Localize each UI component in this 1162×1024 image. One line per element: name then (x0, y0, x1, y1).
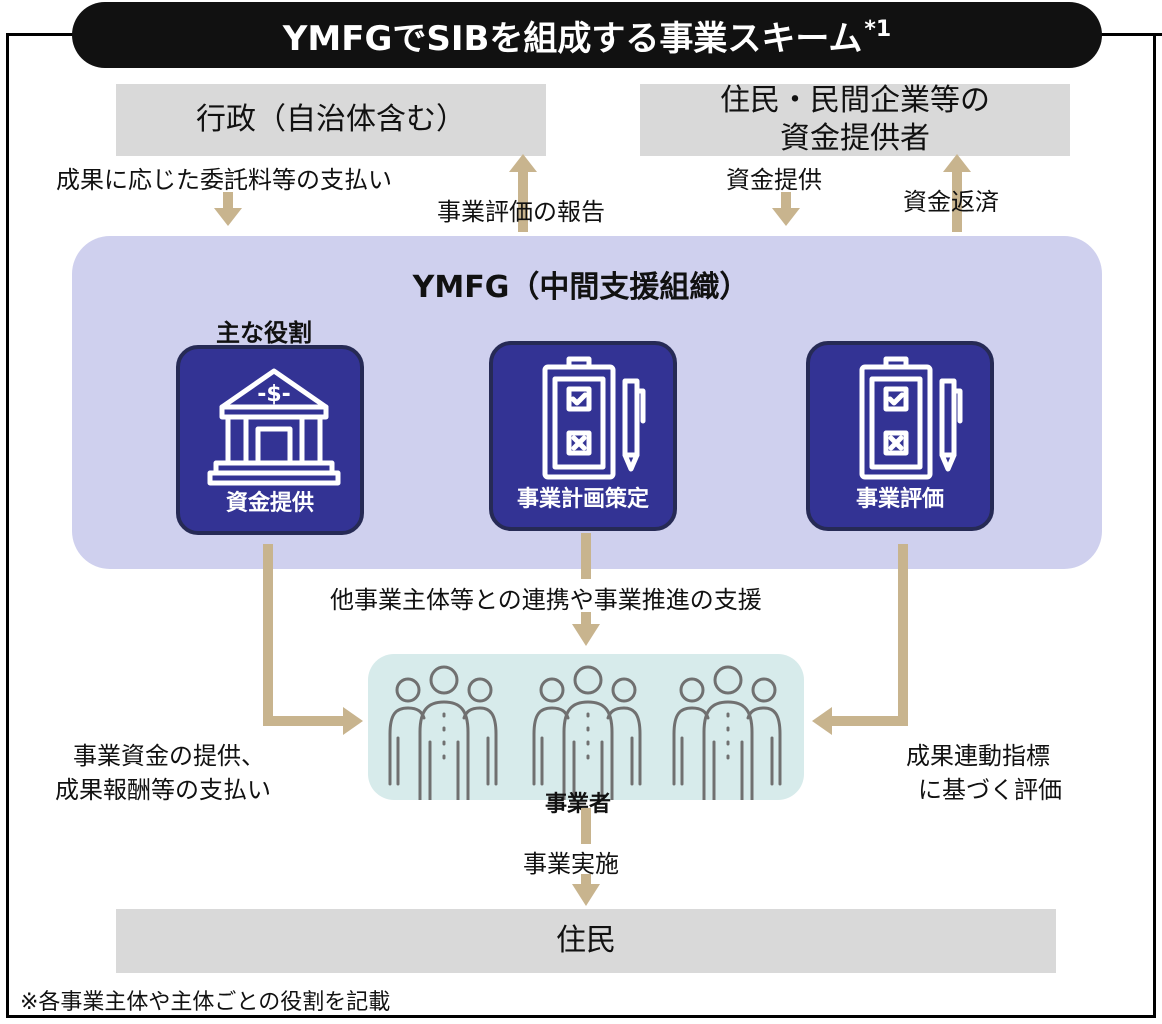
arrow-support-lower (581, 612, 591, 626)
clipboard-icon (859, 356, 963, 480)
workers-label: 事業者 (545, 792, 612, 817)
label-funding: 資金提供 (726, 166, 822, 194)
arrow-payment-head (214, 208, 242, 226)
arrow-finance-head (343, 707, 363, 735)
arrow-support-upper (581, 533, 591, 579)
investor-box: 住民・民間企業等の 資金提供者 (640, 83, 1070, 156)
arrow-implementation-head (572, 884, 600, 906)
residents-box: 住民 (116, 909, 1056, 973)
arrow-evaluation-vertical (898, 544, 908, 726)
label-support: 他事業主体等との連携や事業推進の支援 (330, 586, 762, 614)
arrow-evaluation-horizontal (830, 716, 908, 726)
arrow-finance-horizontal (263, 716, 345, 726)
arrow-repayment-to-investor (952, 172, 962, 232)
arrow-funding-head (772, 208, 800, 226)
arrow-implementation-upper (581, 808, 591, 844)
residents-label: 住民 (556, 923, 616, 958)
arrow-report-to-government (518, 172, 528, 232)
workers-box (368, 654, 804, 802)
frame-top-left-line (6, 33, 86, 36)
frame-top-right-line (1085, 33, 1162, 36)
investor-label-line2: 資金提供者 (780, 121, 930, 156)
role-label-evaluation: 事業評価 (855, 487, 944, 512)
arrow-repayment-head (943, 154, 971, 172)
role-card-evaluation: 事業評価 (806, 341, 994, 531)
outer-frame (6, 33, 1156, 1018)
arrow-funding-to-ymfg (781, 192, 791, 210)
arrow-finance-vertical (263, 544, 273, 726)
ymfg-title: YMFG（中間支援組織） (412, 270, 750, 305)
roles-title: 主な役割 (216, 319, 312, 347)
role-label-planning: 事業計画策定 (516, 487, 649, 512)
label-repayment: 資金返済 (903, 188, 999, 216)
label-report: 事業評価の報告 (437, 198, 605, 226)
bank-icon: -$- (207, 368, 341, 486)
page-title: YMFGでSIBを組成する事業スキーム (282, 18, 863, 59)
role-card-planning: 事業計画策定 (489, 341, 677, 531)
title-bar: YMFGでSIBを組成する事業スキーム*1 (72, 2, 1102, 68)
arrow-evaluation-head (812, 707, 832, 735)
arrow-report-head (509, 154, 537, 172)
arrow-implementation-lower (581, 874, 591, 886)
title-footnote-marker: *1 (864, 16, 892, 42)
label-finance-line2: 成果報酬等の支払い (55, 776, 271, 804)
label-finance-line1: 事業資金の提供、 (73, 742, 265, 770)
label-evaluation-line1: 成果連動指標 (906, 742, 1050, 770)
arrow-support-head (572, 624, 600, 646)
svg-text:-$-: -$- (257, 382, 291, 407)
checklist-icon (542, 356, 646, 480)
label-evaluation-line2: に基づく評価 (918, 776, 1062, 804)
investor-label-line1: 住民・民間企業等の (720, 83, 990, 118)
people-group-icon (388, 665, 782, 802)
label-implementation: 事業実施 (523, 850, 619, 878)
footnote: ※各事業主体や主体ごとの役割を記載 (20, 990, 391, 1015)
government-box: 行政（自治体含む） (116, 84, 546, 156)
arrow-payment-to-ymfg (223, 192, 233, 210)
role-card-funding: -$- 資金提供 (176, 345, 364, 535)
government-label: 行政（自治体含む） (196, 102, 466, 137)
role-label-funding: 資金提供 (225, 491, 314, 516)
label-payment: 成果に応じた委託料等の支払い (56, 166, 392, 194)
